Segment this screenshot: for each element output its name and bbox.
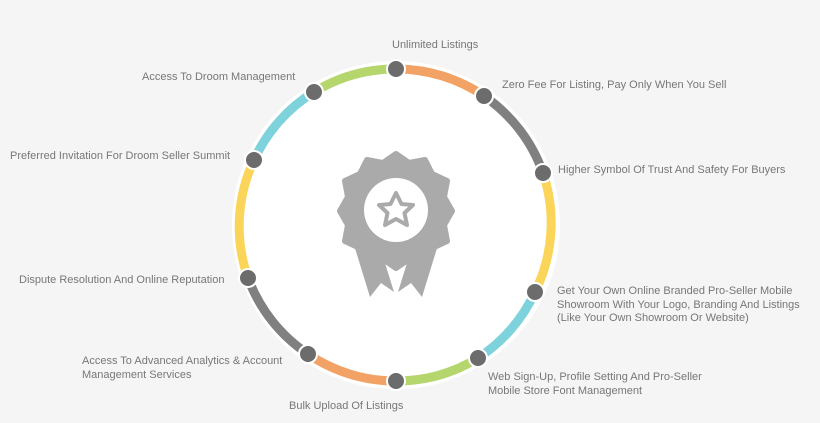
- benefit-unlimited-listings: Unlimited Listings: [392, 39, 479, 51]
- benefit-line: Showroom With Your Logo, Branding And Li…: [557, 298, 800, 311]
- award-badge-icon: [337, 151, 455, 297]
- benefit-line: (Like Your Own Showroom Or Website): [557, 312, 749, 324]
- benefit-zero-fee: Zero Fee For Listing, Pay Only When You …: [502, 79, 727, 91]
- benefit-line: Mobile Store Font Management: [488, 384, 643, 397]
- arc-yellow-right: [530, 171, 556, 294]
- benefit-seller-summit: Preferred Invitation For Droom Seller Su…: [10, 150, 231, 162]
- node-9: [304, 82, 324, 102]
- benefit-line: Management Services: [82, 368, 192, 381]
- node-4: [468, 348, 488, 368]
- node-3: [525, 282, 545, 302]
- benefit-line: Get Your Own Online Branded Pro-Seller M…: [557, 285, 793, 297]
- node-7: [238, 268, 258, 288]
- node-6: [298, 344, 318, 364]
- benefit-trust-safety: Higher Symbol Of Trust And Safety For Bu…: [558, 164, 786, 176]
- node-1: [474, 86, 494, 106]
- node-0: [386, 59, 406, 79]
- node-8: [244, 150, 264, 170]
- benefit-analytics: Access To Advanced Analytics & Account M…: [82, 355, 282, 382]
- benefit-dispute-resolution: Dispute Resolution And Online Reputation: [19, 274, 225, 286]
- benefit-branded-showroom: Get Your Own Online Branded Pro-Seller M…: [557, 285, 800, 326]
- benefit-line: Access To Advanced Analytics & Account: [82, 355, 283, 367]
- benefit-line: Web Sign-Up, Profile Setting And Pro-Sel…: [488, 371, 702, 383]
- node-5: [386, 371, 406, 391]
- arc-yellow-left: [234, 158, 259, 280]
- benefit-web-signup: Web Sign-Up, Profile Setting And Pro-Sel…: [488, 371, 702, 398]
- node-2: [533, 163, 553, 183]
- benefit-droom-management: Access To Droom Management: [142, 71, 296, 83]
- benefit-bulk-upload: Bulk Upload Of Listings: [289, 400, 404, 412]
